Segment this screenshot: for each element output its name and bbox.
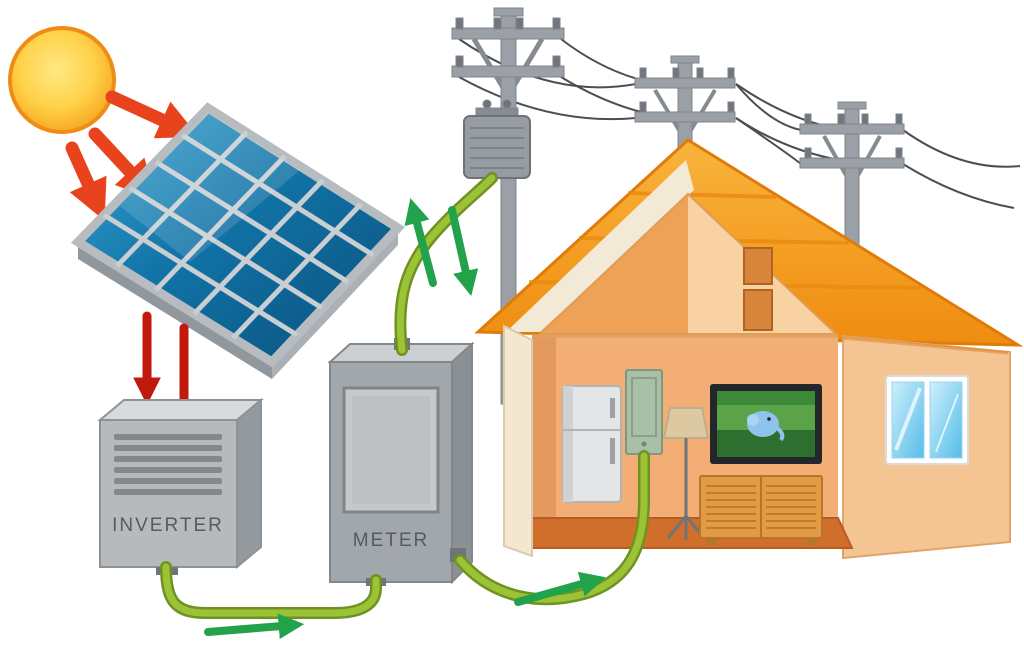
panel-grid xyxy=(102,130,375,340)
inverter-vents xyxy=(114,434,222,495)
insulators xyxy=(455,17,561,68)
sun-icon xyxy=(8,26,116,134)
meter-box: METER xyxy=(327,338,475,586)
attic-vent xyxy=(743,247,773,285)
insulators xyxy=(804,113,903,159)
attic-vent xyxy=(743,289,773,331)
solar-panel xyxy=(70,102,406,379)
cutaway-wall-edge xyxy=(503,324,533,558)
floor-lamp-icon xyxy=(662,407,710,540)
panel-glare xyxy=(120,112,300,262)
tv-icon xyxy=(710,384,822,464)
meter-label: METER xyxy=(353,530,430,551)
refrigerator-icon xyxy=(562,385,622,503)
flow-arrow-from-grid xyxy=(448,206,479,296)
inverter-box: INVERTER xyxy=(97,397,264,575)
breaker-panel-icon xyxy=(625,369,663,455)
energy-flow-arrows xyxy=(204,198,606,640)
insulators xyxy=(639,67,735,113)
sun-ray-arrow xyxy=(105,90,199,139)
transformer-icon xyxy=(463,99,531,179)
house xyxy=(474,138,1024,560)
window-pane xyxy=(929,381,963,459)
roof-underside xyxy=(506,160,694,332)
cabinet-icon xyxy=(699,475,823,545)
flow-arrow-to-grid xyxy=(404,198,437,287)
flow-arrow-inverter-to-meter xyxy=(204,613,305,640)
sun-ray-arrow xyxy=(65,141,107,221)
cable-inverter-to-meter xyxy=(162,563,380,617)
panel-face xyxy=(70,102,406,368)
flow-arrow-meter-to-house xyxy=(514,571,606,606)
cable-meter-to-grid xyxy=(396,174,496,354)
window xyxy=(885,375,969,465)
inverter-label: INVERTER xyxy=(112,515,224,536)
